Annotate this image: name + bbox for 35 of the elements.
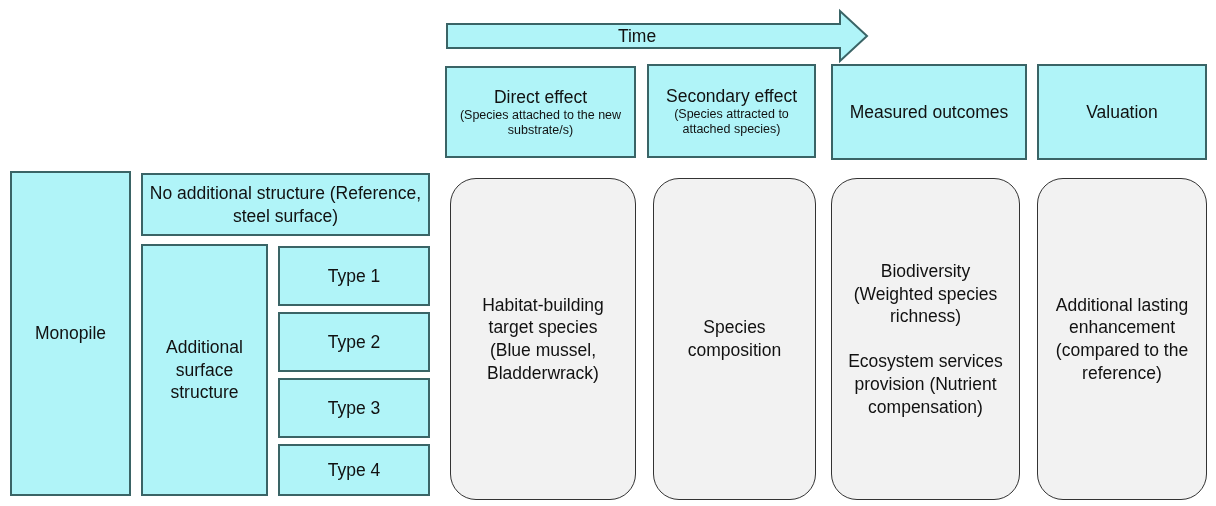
- label-box: [278, 246, 430, 306]
- label-text: No additional structure (Reference, steel surface): [148, 181, 423, 228]
- subtitle-text: (Species attached to the new substrate/s): [458, 108, 623, 139]
- label-box: [278, 312, 430, 372]
- label-text: Additional surface structure: [165, 335, 244, 405]
- label-box: [647, 64, 816, 158]
- label-box: [1037, 64, 1207, 160]
- label-box: [141, 173, 430, 236]
- label-text: Direct effect: [492, 85, 588, 109]
- label-text: Additional lasting enhancement (compared to the reference): [1054, 293, 1190, 385]
- label-text: Type 4: [326, 458, 382, 482]
- label-text: Measured outcomes: [848, 100, 1010, 124]
- label-text: Type 2: [326, 330, 382, 354]
- time-arrow: [446, 10, 868, 62]
- rounded-box: [450, 178, 636, 500]
- label-box: [278, 378, 430, 438]
- label-text: Monopile: [34, 322, 107, 345]
- label-text: Type 1: [326, 264, 382, 288]
- label-text: Ecosystem services provision (Nutrient compensation): [847, 350, 1004, 419]
- label-box: [10, 171, 131, 496]
- rounded-box: [653, 178, 816, 500]
- label-text: Secondary effect: [665, 84, 798, 108]
- label-text: Time: [616, 24, 658, 48]
- label-text: Valuation: [1085, 100, 1159, 124]
- rounded-box: [831, 178, 1020, 500]
- label-box: [831, 64, 1027, 160]
- rounded-box: [1037, 178, 1207, 500]
- label-box: [141, 244, 268, 496]
- label-box: [445, 66, 636, 158]
- label-text: Species composition: [686, 316, 783, 362]
- label-text: Biodiversity (Weighted species richness): [852, 259, 999, 328]
- subtitle-text: (Species attracted to attached species): [673, 107, 790, 138]
- label-box: [278, 444, 430, 496]
- label-text: Habitat-building target species (Blue mussel, Bladderwrack): [481, 293, 605, 385]
- label-text: Type 3: [326, 396, 382, 420]
